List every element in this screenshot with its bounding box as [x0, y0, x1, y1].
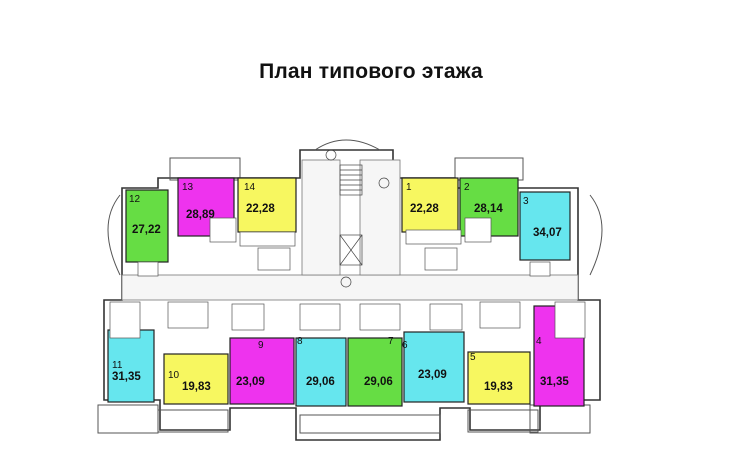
apartment-area: 23,09 — [418, 369, 447, 381]
apartment-fill — [403, 331, 465, 403]
apartment-3[interactable]: 334,07 — [519, 191, 571, 261]
apartment-fill — [467, 351, 531, 405]
corridor — [301, 159, 341, 276]
apartment-area: 29,06 — [364, 376, 393, 388]
apartment-area: 29,06 — [306, 376, 335, 388]
apartment-area: 28,89 — [186, 209, 215, 221]
apartment-area: 34,07 — [533, 227, 562, 239]
apartment-area: 22,28 — [246, 203, 275, 215]
apartment-5[interactable]: 519,83 — [467, 351, 531, 405]
apartment-6[interactable]: 623,09 — [402, 331, 465, 403]
apartment-1[interactable]: 122,28 — [401, 177, 459, 233]
apartment-number: 4 — [536, 336, 542, 347]
apartment-area: 19,83 — [484, 381, 513, 393]
apartment-number: 5 — [470, 352, 476, 363]
apartment-9[interactable]: 923,09 — [229, 337, 295, 405]
apartment-area: 28,14 — [474, 203, 503, 215]
apartment-area: 31,35 — [540, 376, 569, 388]
balcony — [467, 409, 539, 433]
apartment-fill — [163, 353, 229, 405]
apartment-fill — [347, 337, 403, 407]
apartment-fill — [229, 337, 295, 405]
apartment-number: 14 — [244, 182, 256, 193]
building-outline — [103, 149, 601, 441]
apartment-number: 3 — [523, 196, 529, 207]
apartment-number: 1 — [406, 182, 412, 193]
balcony — [529, 404, 591, 434]
apartment-area: 19,83 — [182, 381, 211, 393]
balcony — [589, 194, 603, 276]
apartment-number: 13 — [182, 182, 194, 193]
apartment-12[interactable]: 12 27,22 — [125, 189, 169, 263]
balcony — [299, 414, 441, 434]
balcony — [169, 157, 241, 181]
apartment-8[interactable]: 829,06 — [295, 336, 347, 407]
apartment-number: 11 — [112, 360, 123, 371]
apartment-number: 6 — [402, 340, 408, 351]
apartment-fill — [237, 177, 297, 233]
room-partitions — [109, 217, 586, 339]
apartment-fill — [295, 337, 347, 407]
apartment-number: 8 — [297, 336, 303, 347]
apartment-13[interactable]: 13 28,89 — [177, 177, 235, 237]
balcony — [314, 139, 381, 151]
apartment-fill — [125, 189, 169, 263]
apartment-fill — [519, 191, 571, 261]
apartment-area: 22,28 — [410, 203, 439, 215]
apartment-area: 23,09 — [236, 376, 265, 388]
apartment-area: 27,22 — [132, 224, 161, 236]
apartment-7[interactable]: 729,06 — [347, 336, 403, 407]
apartment-number: 9 — [258, 340, 264, 351]
apartments: 122,28228,14334,07431,35519,83623,09729,… — [107, 177, 585, 407]
page-title: План типового этажа — [259, 60, 483, 83]
balcony — [107, 194, 121, 276]
balcony — [454, 157, 524, 181]
balcony — [157, 409, 229, 433]
apartment-number: 10 — [168, 370, 180, 381]
apartment-number: 7 — [388, 336, 394, 347]
apartment-number: 12 — [129, 194, 141, 205]
balcony — [97, 404, 159, 434]
apartment-area: 31,35 — [112, 371, 141, 383]
stairwell — [325, 149, 390, 288]
apartment-number: 2 — [464, 182, 470, 193]
apartment-14[interactable]: 14 22,28 — [237, 177, 297, 233]
corridor — [359, 159, 401, 276]
